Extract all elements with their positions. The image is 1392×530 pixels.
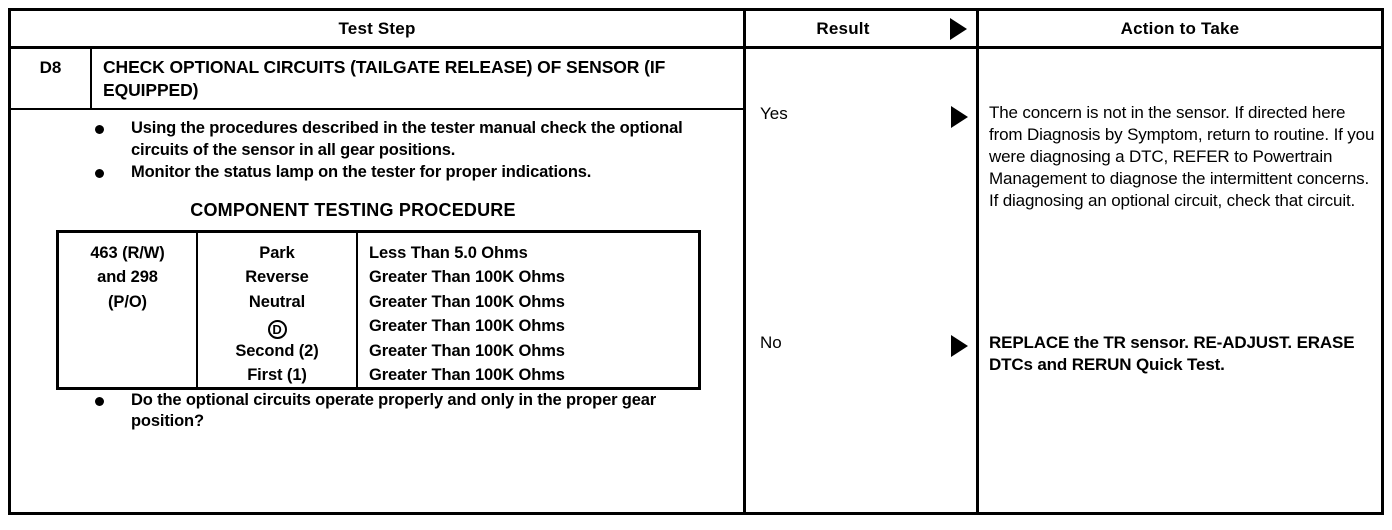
spec-line: Greater Than 100K Ohms — [369, 268, 565, 287]
table-body-row: D8 CHECK OPTIONAL CIRCUITS (TAILGATE REL… — [11, 49, 1381, 512]
result-entry-yes: Yes — [746, 104, 976, 128]
list-item-text: Using the procedures described in the te… — [131, 119, 683, 159]
list-item: Using the procedures described in the te… — [95, 118, 729, 161]
list-item-text: Do the optional circuits operate properl… — [131, 390, 657, 430]
circuit-line: and 298 — [97, 268, 158, 287]
spec-line: Greater Than 100K Ohms — [369, 317, 565, 336]
component-table-specs-column: Less Than 5.0 Ohms Greater Than 100K Ohm… — [358, 233, 698, 387]
step-header: D8 CHECK OPTIONAL CIRCUITS (TAILGATE REL… — [11, 49, 743, 111]
step-code: D8 — [11, 49, 92, 109]
list-item: Monitor the status lamp on the tester fo… — [95, 162, 729, 183]
spec-line: Greater Than 100K Ohms — [369, 341, 565, 360]
result-cell: Yes No — [746, 49, 979, 512]
gear-line: Neutral — [248, 292, 306, 311]
result-entry-no: No — [746, 333, 976, 357]
component-table-gears-column: Park Reverse Neutral D Second (2) First … — [198, 232, 358, 387]
gear-line: Second (2) — [235, 341, 319, 360]
step-title: CHECK OPTIONAL CIRCUITS (TAILGATE RELEAS… — [103, 57, 666, 101]
gear-line-overdrive: D — [198, 314, 356, 340]
step-body: Using the procedures described in the te… — [11, 110, 743, 512]
gear-line: Reverse — [245, 268, 309, 287]
component-table-circuits-column: 463 (R/W) and 298 (P/O) — [59, 232, 198, 387]
diagnostic-table: Test Step Result Action to Take D8 CHECK… — [8, 8, 1384, 515]
circled-d-icon: D — [267, 320, 287, 340]
triangle-right-icon — [951, 335, 968, 357]
action-text-no: REPLACE the TR sensor. RE-ADJUST. ERASE … — [989, 333, 1355, 375]
step-question-list: Do the optional circuits operate properl… — [11, 390, 743, 433]
column-header-action-to-take: Action to Take — [1120, 18, 1240, 38]
table-header-row: Test Step Result Action to Take — [11, 11, 1381, 49]
triangle-right-icon — [950, 17, 967, 40]
result-label: No — [760, 333, 782, 352]
spec-line: Greater Than 100K Ohms — [369, 366, 565, 385]
circuit-line: 463 (R/W) — [90, 243, 165, 262]
component-procedure-title: COMPONENT TESTING PROCEDURE — [190, 199, 516, 220]
action-to-take-cell: The concern is not in the sensor. If dir… — [979, 49, 1381, 512]
action-text-yes: The concern is not in the sensor. If dir… — [989, 103, 1375, 211]
circuit-line: (P/O) — [108, 292, 147, 311]
spec-line: Greater Than 100K Ohms — [369, 292, 565, 311]
step-instruction-list: Using the procedures described in the te… — [11, 118, 743, 183]
list-item: Do the optional circuits operate properl… — [95, 390, 729, 433]
triangle-right-icon — [951, 106, 968, 128]
column-header-result-label: Result — [816, 18, 870, 38]
result-label: Yes — [760, 104, 788, 123]
gear-line: First (1) — [247, 366, 307, 385]
gear-line: Park — [259, 243, 295, 262]
list-item-text: Monitor the status lamp on the tester fo… — [131, 163, 592, 182]
column-header-test-step: Test Step — [11, 11, 746, 46]
component-testing-table: 463 (R/W) and 298 (P/O) Park Reverse Neu… — [56, 229, 701, 390]
bullet-icon — [95, 125, 104, 135]
column-header-result: Result — [746, 11, 979, 46]
spec-line: Less Than 5.0 Ohms — [369, 243, 528, 262]
test-step-cell: D8 CHECK OPTIONAL CIRCUITS (TAILGATE REL… — [11, 49, 746, 512]
bullet-icon — [95, 396, 104, 406]
bullet-icon — [95, 169, 104, 179]
